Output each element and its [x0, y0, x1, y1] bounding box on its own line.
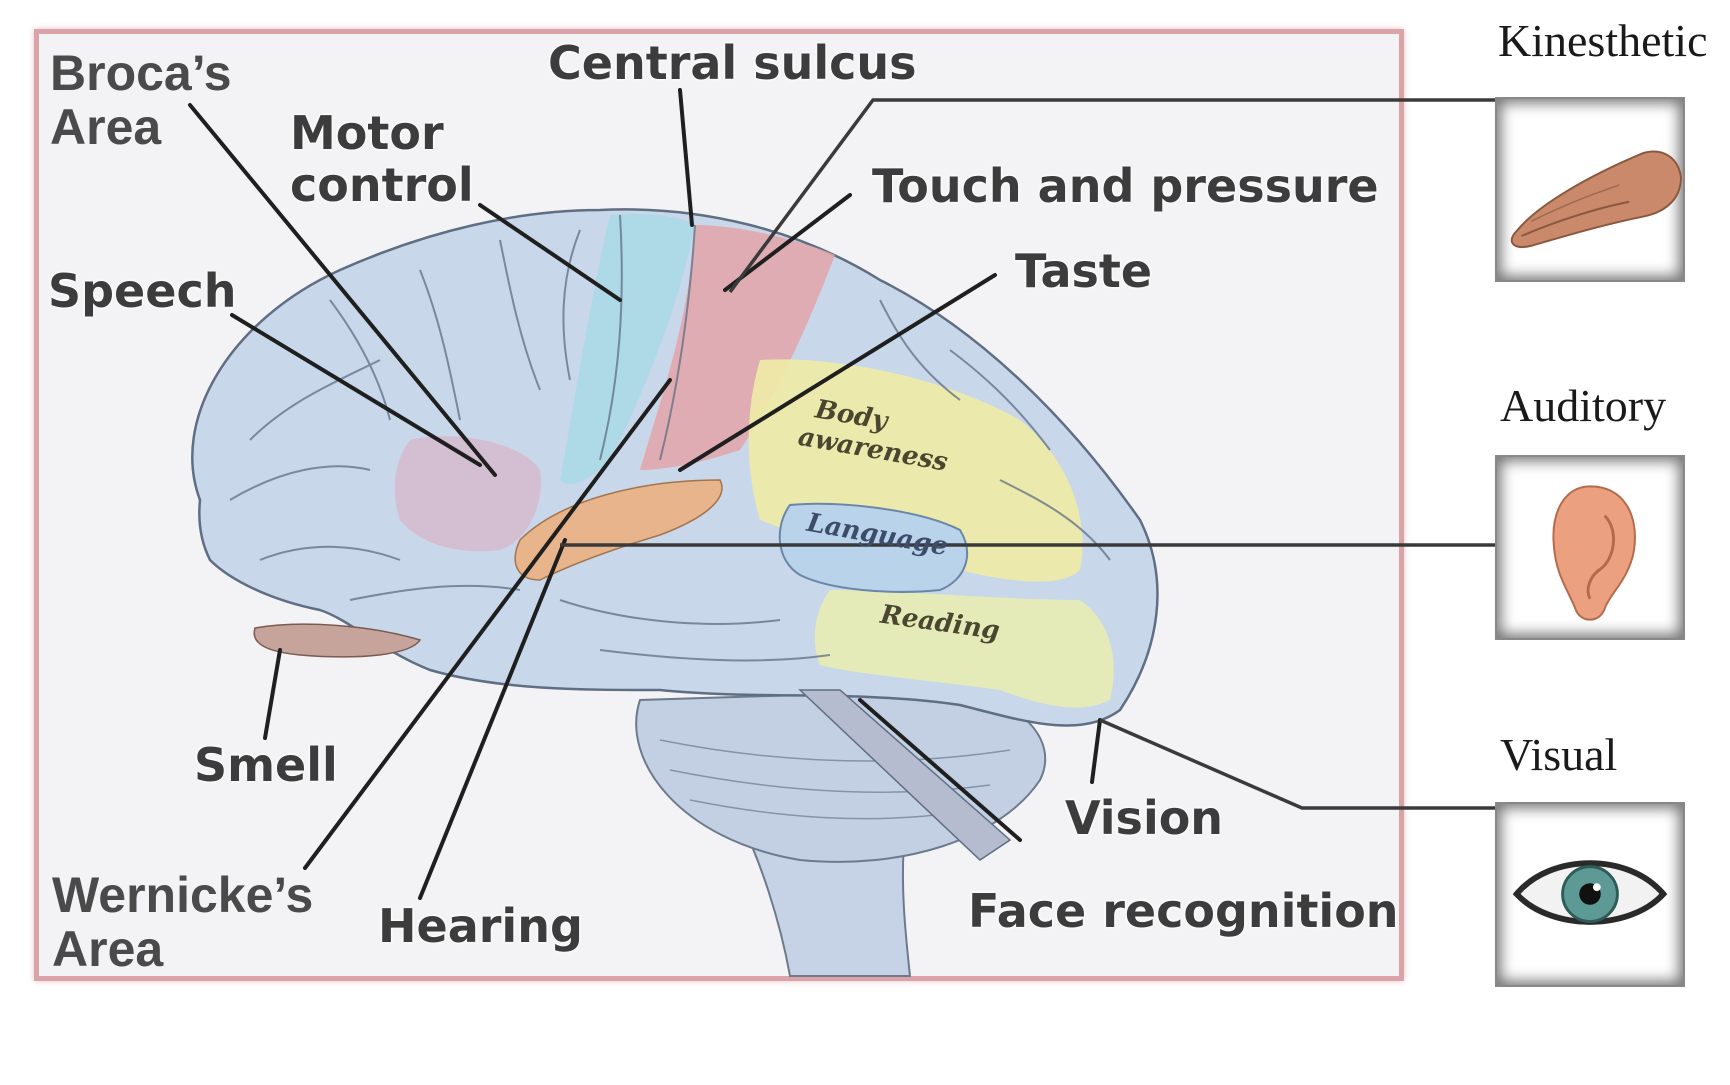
visual-image [1495, 802, 1685, 987]
reading-region [814, 590, 1114, 708]
language-region [778, 502, 969, 593]
label-speech: Speech [48, 264, 237, 318]
label-motor-control-line1: Motor [290, 106, 444, 160]
label-auditory: Auditory [1500, 380, 1667, 431]
face-recognition-band [798, 689, 1012, 861]
label-touch-and-pressure: Touch and pressure [872, 159, 1379, 213]
label-brocas-area-line2: Area [50, 99, 162, 155]
eye-icon [1512, 860, 1668, 925]
broca-region [394, 436, 541, 552]
label-smell: Smell [194, 738, 338, 792]
label-brocas-area: Broca’s Area [50, 46, 232, 154]
label-vision: Vision [1065, 791, 1224, 845]
label-kinesthetic: Kinesthetic [1498, 15, 1708, 66]
label-face-recognition: Face recognition [968, 884, 1399, 938]
hearing-region [514, 479, 723, 581]
sense-leader-lines [560, 98, 1500, 810]
label-taste: Taste [1015, 244, 1153, 298]
auditory-image [1495, 455, 1685, 640]
smell-region [253, 623, 422, 658]
label-motor-control-line2: control [290, 158, 474, 212]
kinesthetic-image [1495, 97, 1685, 282]
touch-region [640, 225, 835, 470]
label-central-sulcus: Central sulcus [548, 36, 917, 90]
hand-icon [1510, 150, 1682, 248]
motor-region [560, 213, 695, 484]
leader-lines [188, 88, 1102, 900]
label-wernickes-area-line1: Wernicke’s [52, 867, 314, 923]
label-wernickes-area-line2: Area [52, 921, 164, 977]
label-motor-control: Motor control [290, 107, 474, 211]
label-hearing: Hearing [378, 899, 583, 953]
label-wernickes-area: Wernicke’s Area [52, 868, 313, 976]
label-visual: Visual [1500, 729, 1618, 780]
label-brocas-area-line1: Broca’s [50, 45, 232, 101]
ear-icon [1552, 485, 1636, 621]
